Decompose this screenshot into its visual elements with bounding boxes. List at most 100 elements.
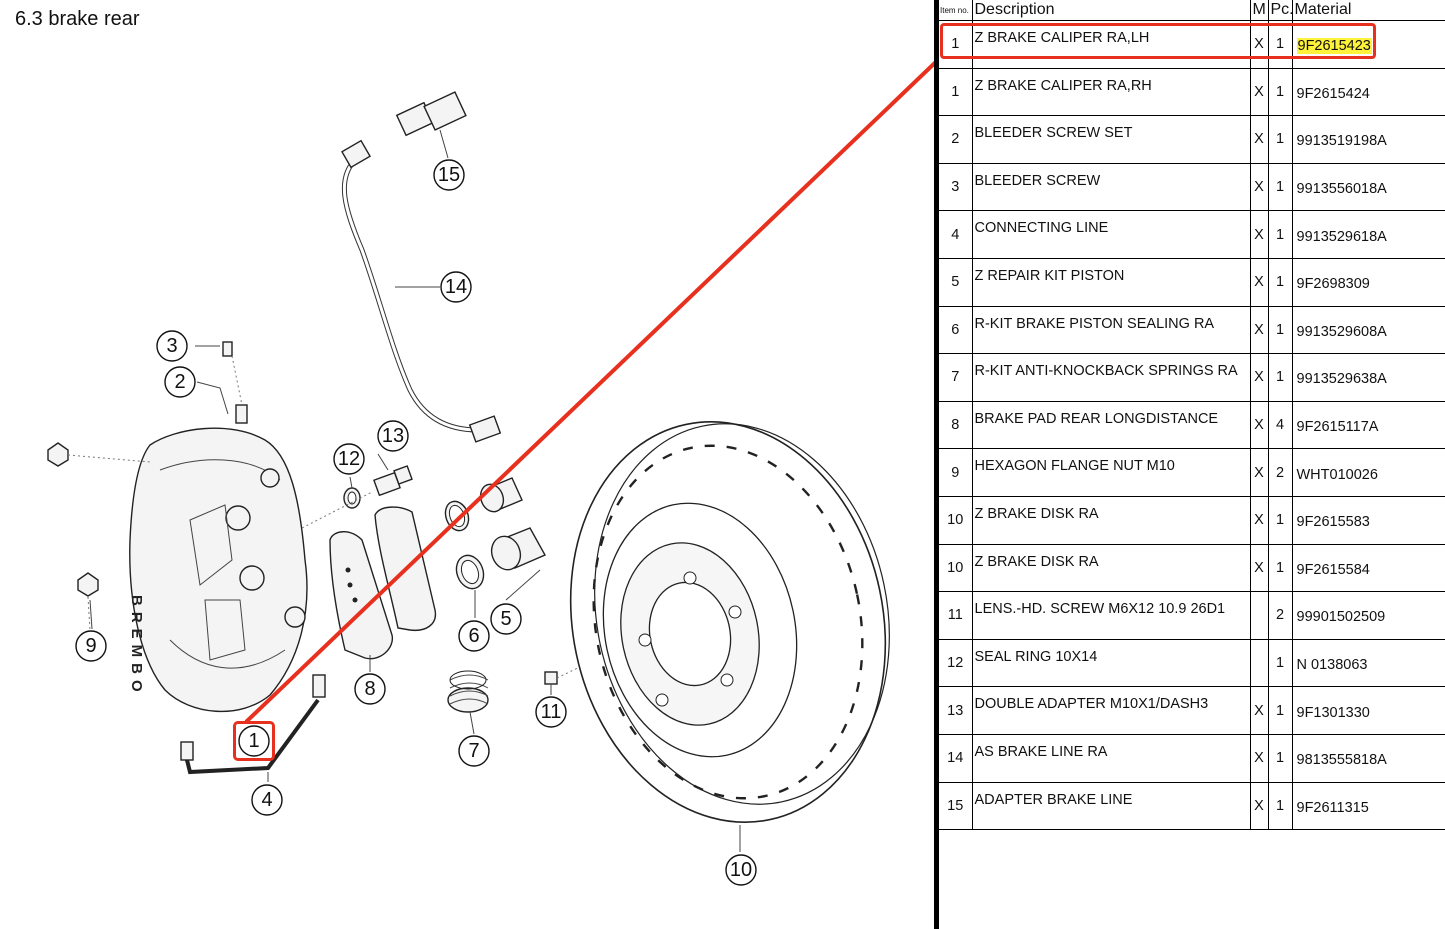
m-cell: X xyxy=(1250,448,1269,497)
material-cell: 9F2615117A xyxy=(1292,401,1445,450)
svg-text:12: 12 xyxy=(338,448,360,470)
table-divider xyxy=(934,0,939,929)
description-cell: R-KIT BRAKE PISTON SEALING RA xyxy=(972,306,1251,355)
connecting-line-part xyxy=(180,674,326,775)
material-cell: 9913529638A xyxy=(1292,353,1445,402)
callout-13: 13 xyxy=(377,420,409,452)
material-cell: 9F1301330 xyxy=(1292,686,1445,735)
svg-text:8: 8 xyxy=(364,678,375,700)
double-adapter-part xyxy=(301,465,413,529)
description-cell: HEXAGON FLANGE NUT M10 xyxy=(972,448,1251,497)
material-cell: 9F2615584 xyxy=(1292,544,1445,593)
highlight-row-box xyxy=(940,23,1376,59)
material-cell: WHT010026 xyxy=(1292,448,1445,497)
material-cell: 9F2615423 xyxy=(1292,20,1445,69)
caliper-lettering: BREMBO xyxy=(128,595,145,698)
pc-cell: 1 xyxy=(1268,68,1293,117)
annotation-connector xyxy=(244,59,936,724)
pc-cell: 1 xyxy=(1268,734,1293,783)
callout-1: 1 xyxy=(238,725,270,757)
svg-text:2: 2 xyxy=(174,371,185,393)
material-cell: 9913519198A xyxy=(1292,115,1445,164)
description-cell: BLEEDER SCREW xyxy=(972,163,1251,212)
material-cell: 9913529608A xyxy=(1292,306,1445,355)
description-cell: Z BRAKE DISK RA xyxy=(972,496,1251,545)
material-cell: 9913556018A xyxy=(1292,163,1445,212)
item-cell: 7 xyxy=(939,353,973,402)
material-cell: 9913529618A xyxy=(1292,210,1445,259)
brake-disk-part xyxy=(569,421,890,823)
item-cell: 11 xyxy=(939,591,973,640)
pc-cell: 1 xyxy=(1268,306,1293,355)
m-cell: X xyxy=(1250,258,1269,307)
material-cell: N 0138063 xyxy=(1292,639,1445,688)
pc-cell: 2 xyxy=(1268,591,1293,640)
callout-6: 6 xyxy=(458,620,490,652)
item-cell: 12 xyxy=(939,639,973,688)
svg-text:7: 7 xyxy=(468,740,479,762)
leader-lines xyxy=(89,129,741,852)
pc-cell: 1 xyxy=(1268,163,1293,212)
m-cell: X xyxy=(1250,115,1269,164)
callout-5: 5 xyxy=(490,603,522,635)
callout-8: 8 xyxy=(354,673,386,705)
item-cell: 13 xyxy=(939,686,973,735)
svg-text:3: 3 xyxy=(166,335,177,357)
callout-10: 10 xyxy=(725,854,757,886)
callout-14: 14 xyxy=(440,271,472,303)
item-cell: 3 xyxy=(939,163,973,212)
m-cell: X xyxy=(1250,686,1269,735)
col-header-material: Material xyxy=(1292,0,1445,21)
col-header-description: Description xyxy=(972,0,1251,21)
col-header-m: M xyxy=(1250,0,1269,21)
svg-text:9: 9 xyxy=(85,635,96,657)
item-cell: 10 xyxy=(939,496,973,545)
callout-12: 12 xyxy=(333,443,365,475)
m-cell: X xyxy=(1250,734,1269,783)
pc-cell: 1 xyxy=(1268,639,1293,688)
pc-cell: 1 xyxy=(1268,210,1293,259)
bleeder-screw-part xyxy=(222,341,248,424)
pc-cell: 1 xyxy=(1268,496,1293,545)
item-cell: 14 xyxy=(939,734,973,783)
callout-11: 11 xyxy=(535,696,567,728)
description-cell: SEAL RING 10X14 xyxy=(972,639,1251,688)
svg-text:14: 14 xyxy=(445,276,467,298)
exploded-diagram: .ln { fill: none; stroke: #222; stroke-w… xyxy=(47,59,936,886)
description-cell: BRAKE PAD REAR LONGDISTANCE xyxy=(972,401,1251,450)
callout-4: 4 xyxy=(251,784,283,816)
callout-7: 7 xyxy=(458,735,490,767)
svg-text:4: 4 xyxy=(261,789,272,811)
table-header-row: Item no. Description M Pc. Material xyxy=(939,0,1445,21)
m-cell: X xyxy=(1250,163,1269,212)
callout-2: 2 xyxy=(164,366,196,398)
pc-cell: 2 xyxy=(1268,448,1293,497)
m-cell: X xyxy=(1250,306,1269,355)
item-cell: 2 xyxy=(939,115,973,164)
pc-cell: 1 xyxy=(1268,686,1293,735)
callout-15: 15 xyxy=(433,159,465,191)
description-cell: Z REPAIR KIT PISTON xyxy=(972,258,1251,307)
m-cell: X xyxy=(1250,496,1269,545)
m-cell xyxy=(1250,591,1269,640)
annotation-callout-box xyxy=(233,721,275,761)
pc-cell: 4 xyxy=(1268,401,1293,450)
description-cell: LENS.-HD. SCREW M6X12 10.9 26D1 xyxy=(972,591,1251,640)
m-cell: X xyxy=(1250,210,1269,259)
pc-cell: 1 xyxy=(1268,782,1293,831)
